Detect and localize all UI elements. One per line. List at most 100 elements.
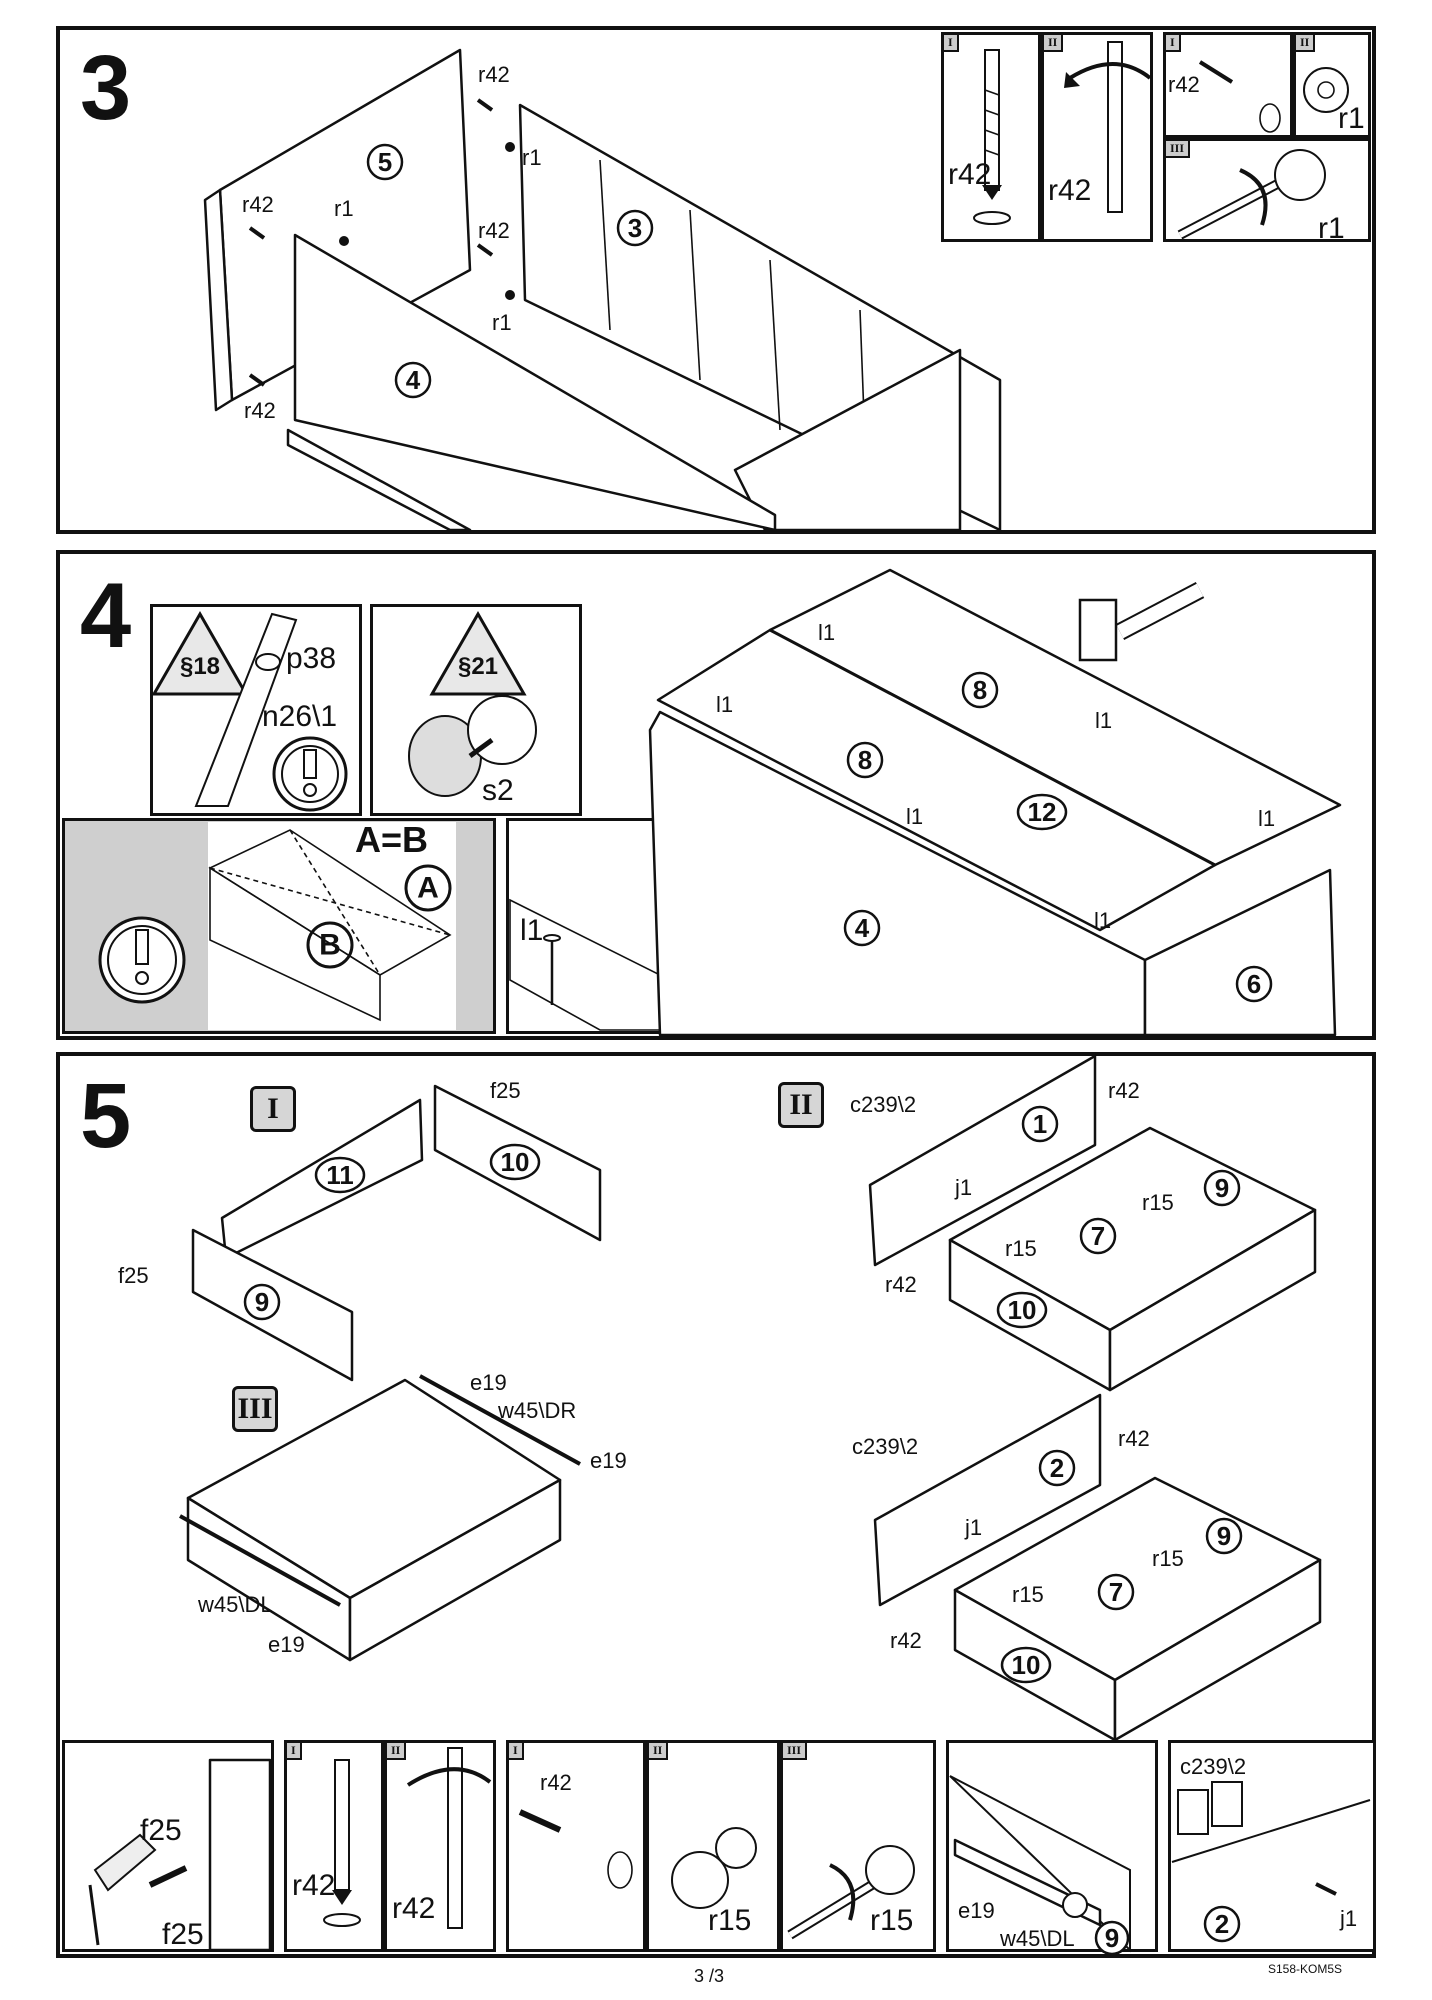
part-7-b: 7 — [1109, 1577, 1123, 1607]
part-2-a: 2 — [1050, 1453, 1064, 1483]
bottom-label-e19: e19 — [958, 1898, 995, 1923]
tag-ii: II — [1044, 35, 1064, 52]
label-r15-d: r15 — [1012, 1582, 1044, 1607]
inset-label-r42-a: r42 — [948, 158, 991, 191]
part-10-c: 10 — [1012, 1650, 1041, 1680]
bottom-label-r15-a: r15 — [708, 1904, 751, 1937]
label-l1-3: l1 — [1095, 708, 1112, 733]
tag-i: I — [944, 35, 959, 52]
label-f25-a: f25 — [490, 1078, 521, 1103]
sub-step-ii: II — [778, 1082, 824, 1128]
label-r15-c: r15 — [1152, 1546, 1184, 1571]
label-e19-a: e19 — [470, 1370, 507, 1395]
label-a: A — [417, 872, 439, 905]
part-5: 5 — [378, 147, 392, 177]
label-e19-c: e19 — [268, 1632, 305, 1657]
bottom-label-f25-b: f25 — [162, 1918, 204, 1951]
part-11: 11 — [326, 1160, 354, 1190]
label-l1-1: l1 — [818, 620, 835, 645]
bottom-inset-slide — [946, 1740, 1158, 1952]
inset-label-r1-b: r1 — [1318, 212, 1345, 245]
bottom-part-9: 9 — [1105, 1923, 1119, 1953]
tag-i-b: I — [1166, 35, 1181, 52]
part-8b: 8 — [858, 745, 872, 775]
part-9-b: 9 — [1215, 1173, 1229, 1203]
label-r15-b: r15 — [1005, 1236, 1037, 1261]
part-9-a: 9 — [255, 1287, 269, 1317]
label-r42-2: r42 — [478, 218, 510, 243]
label-a-eq-b: A=B — [355, 819, 428, 860]
page-number: 3 /3 — [694, 1966, 725, 1986]
warning-18-text: §18 — [180, 653, 220, 680]
bottom-label-r15-b: r15 — [870, 1904, 913, 1937]
part-6: 6 — [1247, 969, 1261, 999]
panel-4 — [293, 233, 777, 532]
step-5-number: 5 — [80, 1065, 132, 1167]
label-r42-d: r42 — [890, 1628, 922, 1653]
label-r42-1: r42 — [478, 62, 510, 87]
bottom-inset-cam-ii: II — [646, 1740, 780, 1952]
part-4: 4 — [406, 365, 421, 395]
tag-iii: III — [1166, 141, 1191, 158]
cabinet-side-6 — [1143, 868, 1337, 1037]
drawer-iii-side — [348, 1478, 562, 1662]
part-10-b: 10 — [1008, 1295, 1037, 1325]
label-s2: s2 — [482, 774, 514, 807]
bottom-label-w45dl: w45\DL — [999, 1926, 1075, 1951]
label-w45dl: w45\DL — [197, 1592, 273, 1617]
bottom-label-r42-c: r42 — [540, 1770, 572, 1795]
label-r42-4: r42 — [244, 398, 276, 423]
label-r1-3: r1 — [334, 196, 354, 221]
document-code: S158-KOM5S — [1268, 1962, 1343, 1976]
label-r42-c: r42 — [1118, 1426, 1150, 1451]
label-e19-b: e19 — [590, 1448, 627, 1473]
label-l1-4: l1 — [906, 804, 923, 829]
part-8a: 8 — [973, 675, 987, 705]
sub-step-i: I — [250, 1086, 296, 1132]
bottom-part-2: 2 — [1215, 1909, 1229, 1939]
part-10-a: 10 — [501, 1147, 530, 1177]
step-3-number: 3 — [80, 37, 132, 139]
bottom-inset-cam-iii: III — [780, 1740, 936, 1952]
part-1: 1 — [1033, 1109, 1047, 1139]
part-9-c: 9 — [1217, 1521, 1231, 1551]
drawer-side-2 — [1113, 1558, 1322, 1742]
part-4-b: 4 — [855, 913, 870, 943]
r42-screws — [248, 98, 494, 387]
label-w45dr: w45\DR — [497, 1398, 576, 1423]
inset-label-r1-a: r1 — [1338, 102, 1365, 135]
tag-ii-b: II — [1296, 35, 1316, 52]
label-j1-b: j1 — [964, 1515, 982, 1540]
label-l1-2: l1 — [716, 692, 733, 717]
drawer-side-1 — [1108, 1208, 1317, 1392]
label-r42-3: r42 — [242, 192, 274, 217]
bottom-inset-handle — [1168, 1740, 1376, 1952]
part-3: 3 — [628, 213, 642, 243]
label-c239-a: c239\2 — [850, 1092, 916, 1117]
panel-5-edge — [203, 188, 234, 412]
label-j1-a: j1 — [954, 1175, 972, 1200]
inset-label-r42-c: r42 — [1168, 72, 1200, 97]
label-f25-b: f25 — [118, 1263, 149, 1288]
label-l1-6: l1 — [1094, 908, 1111, 933]
bottom-label-j1: j1 — [1339, 1906, 1357, 1931]
label-nail-b: l1 — [520, 914, 543, 947]
label-r15-a: r15 — [1142, 1190, 1174, 1215]
step-4-number: 4 — [80, 565, 132, 667]
label-r42-b: r42 — [885, 1272, 917, 1297]
part-12: 12 — [1028, 797, 1057, 827]
sub-step-iii: III — [232, 1386, 278, 1432]
label-p38: p38 — [286, 642, 336, 675]
warning-21-text: §21 — [458, 653, 498, 680]
part-7-a: 7 — [1091, 1221, 1105, 1251]
r1-cams — [339, 142, 515, 300]
bottom-label-f25-a: f25 — [140, 1814, 182, 1847]
bottom-label-c239: c239\2 — [1180, 1754, 1246, 1779]
label-r1-1: r1 — [522, 145, 542, 170]
bottom-rail — [286, 428, 472, 532]
label-c239-b: c239\2 — [852, 1434, 918, 1459]
